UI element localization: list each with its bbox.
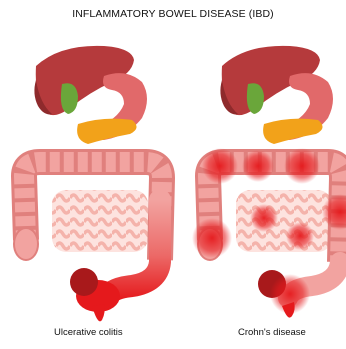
gallbladder	[247, 83, 264, 114]
anus	[92, 304, 105, 321]
inflamed-patch	[284, 148, 320, 184]
caption-ulcerative-colitis: Ulcerative colitis	[54, 327, 123, 338]
inflamed-patch	[242, 150, 274, 182]
gallbladder	[61, 83, 78, 114]
panel-ulcerative-colitis	[14, 46, 162, 322]
cecum	[14, 228, 38, 260]
pancreas	[263, 119, 322, 144]
pancreas	[77, 119, 136, 144]
panel-crohns-disease	[192, 46, 346, 318]
inflamed-patch	[192, 218, 232, 258]
inflamed-patch	[250, 204, 278, 232]
caption-crohns-disease: Crohn's disease	[238, 327, 306, 338]
inflamed-patch	[286, 222, 314, 250]
inflamed-patch	[202, 148, 238, 184]
